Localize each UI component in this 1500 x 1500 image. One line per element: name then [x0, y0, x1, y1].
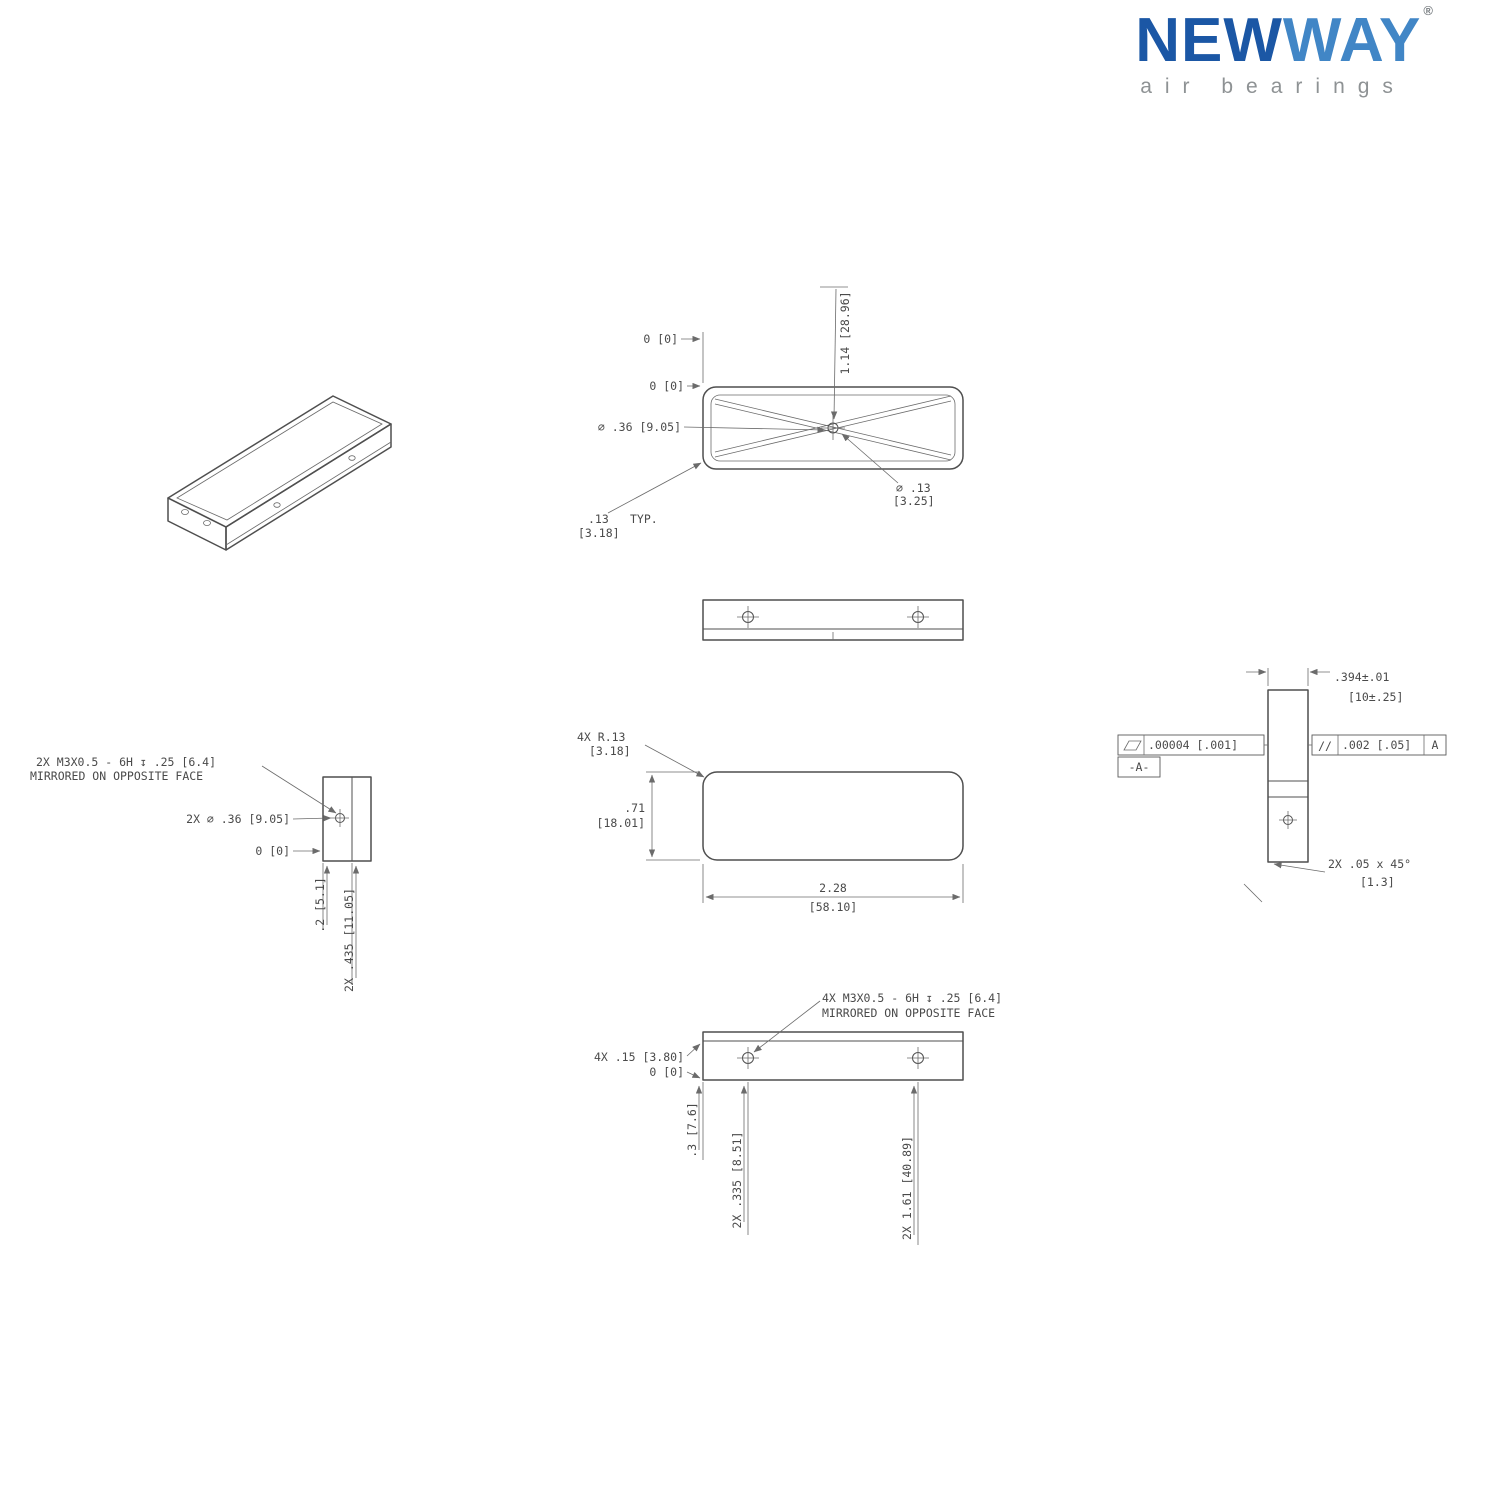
dim-top-orifice-dia-in: ∅ .13 — [896, 481, 931, 495]
logo-word-new: NEW — [1135, 6, 1283, 75]
dim-front-length-mm: [58.10] — [809, 900, 857, 914]
top-view: 0 [0] 0 [0] 1.14 [28.96] ∅ .36 [9.05] ∅ … — [578, 286, 964, 540]
dim-top-hole-position: 1.14 [28.96] — [838, 291, 852, 374]
dim-top-groove-typ: TYP. — [630, 512, 658, 526]
callout-bottom-thread-line1: 4X M3X0.5 - 6H ↧ .25 [6.4] — [822, 991, 1002, 1005]
dim-end-parallelism-datum: A — [1432, 738, 1439, 752]
dim-end-chamfer-mm: [1.3] — [1360, 875, 1395, 889]
dim-bottom-v3: 2X 1.61 [40.89] — [900, 1136, 914, 1240]
dim-top-groove-mm: [3.18] — [578, 526, 620, 540]
dim-end-flatness: .00004 [.001] — [1148, 738, 1238, 752]
flatness-control-frame: .00004 [.001] -A- — [1117, 734, 1268, 778]
side-detail-view: 2X M3X0.5 - 6H ↧ .25 [6.4] MIRRORED ON O… — [30, 755, 372, 992]
logo-word-way: WAY — [1282, 6, 1422, 75]
callout-side-thread-line1: 2X M3X0.5 - 6H ↧ .25 [6.4] — [36, 755, 216, 769]
callout-bottom-thread-line2: MIRRORED ON OPPOSITE FACE — [822, 1006, 995, 1020]
end-view: .394±.01 [10±.25] .00004 [.001] -A- // .… — [1117, 668, 1447, 903]
dim-front-length-in: 2.28 — [819, 881, 847, 895]
dim-top-orifice-dia-mm: [3.25] — [893, 494, 935, 508]
parallelism-control-frame: // .002 [.05] A — [1308, 734, 1447, 756]
dim-front-corner-radius-mm: [3.18] — [589, 744, 631, 758]
dim-end-thickness-mm: [10±.25] — [1348, 690, 1403, 704]
dim-side-v2: 2X .435 [11.05] — [342, 888, 356, 992]
datum-a-label: -A- — [1129, 760, 1150, 774]
dim-side-counterbore: 2X ∅ .36 [9.05] — [186, 812, 290, 826]
dim-bottom-v1: .3 [7.6] — [685, 1102, 699, 1157]
side-view — [702, 599, 964, 641]
logo-wordmark: NEWWAY® — [1135, 4, 1433, 72]
callout-side-thread-line2: MIRRORED ON OPPOSITE FACE — [30, 769, 203, 783]
dim-top-zero-x: 0 [0] — [643, 332, 678, 346]
dim-top-zero-y: 0 [0] — [649, 379, 684, 393]
logo-tagline: air bearings — [1140, 75, 1406, 98]
dim-bottom-zero: 0 [0] — [649, 1065, 684, 1079]
dim-end-chamfer-in: 2X .05 x 45° — [1328, 857, 1411, 871]
dim-end-thickness-in: .394±.01 — [1334, 670, 1389, 684]
dim-end-parallelism: .002 [.05] — [1342, 738, 1411, 752]
isometric-view — [167, 395, 392, 551]
dim-front-width-mm: [18.01] — [597, 816, 645, 830]
dim-side-zero: 0 [0] — [255, 844, 290, 858]
dim-bottom-depth: 4X .15 [3.80] — [594, 1050, 684, 1064]
dim-top-groove-in: .13 — [588, 512, 609, 526]
dim-top-inlet-dia: ∅ .36 [9.05] — [598, 420, 681, 434]
registered-trademark-icon: ® — [1423, 3, 1434, 18]
newway-logo: NEWWAY® air bearings — [1135, 4, 1433, 99]
dim-front-corner-radius-in: 4X R.13 — [577, 730, 626, 744]
dim-bottom-v2: 2X .335 [8.51] — [730, 1132, 744, 1229]
flatness-icon — [1123, 740, 1142, 751]
dim-side-v1: .2 [5.1] — [313, 877, 327, 932]
parallelism-icon: // — [1318, 739, 1332, 753]
bottom-view: 4X M3X0.5 - 6H ↧ .25 [6.4] MIRRORED ON O… — [594, 991, 1002, 1245]
dim-front-width-in: .71 — [624, 801, 645, 815]
front-view: 4X R.13 [3.18] .71 [18.01] 2.28 [58.10] — [577, 730, 964, 914]
